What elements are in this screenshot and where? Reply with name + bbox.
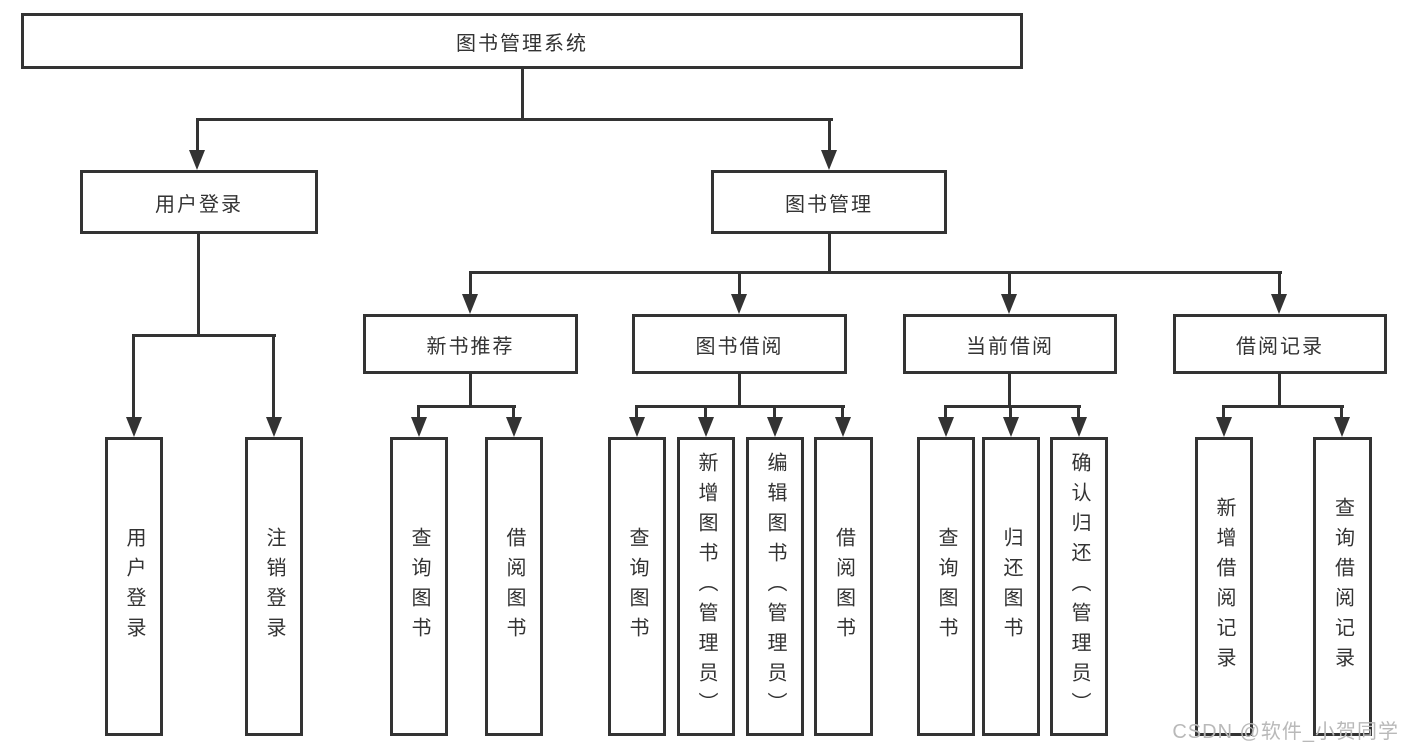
connector-current-borrowing-bus	[944, 405, 1081, 408]
connector-root-stub	[521, 68, 524, 118]
connector-current-borrowing-stub	[1008, 373, 1011, 407]
arrowhead-down-icon	[938, 417, 954, 437]
leaf-query-books-current: 查询图书	[917, 437, 975, 736]
arrowhead-down-icon	[1071, 417, 1087, 437]
arrowhead-down-icon	[411, 417, 427, 437]
connector-user-login-stub	[197, 233, 200, 337]
node-book-management: 图书管理	[711, 170, 947, 234]
arrowhead-down-icon	[1001, 294, 1017, 314]
connector-drop	[944, 405, 947, 420]
connector-drop	[1340, 405, 1343, 420]
arrowhead-down-icon	[266, 417, 282, 437]
connector-drop	[1222, 405, 1225, 420]
arrowhead-down-icon	[731, 294, 747, 314]
connector-book-borrowing-bus	[635, 405, 845, 408]
connector-drop-new-book	[469, 271, 472, 297]
leaf-borrow-books: 借阅图书	[814, 437, 873, 736]
connector-user-login-bus	[133, 334, 276, 337]
connector-drop-book-management	[828, 118, 831, 154]
leaf-query-books-borrow: 查询图书	[608, 437, 666, 736]
connector-drop-book-borrowing	[738, 271, 741, 297]
connector-drop	[635, 405, 638, 420]
connector-drop	[773, 405, 776, 420]
node-book-management-system: 图书管理系统	[21, 13, 1023, 69]
node-new-book-recommendation: 新书推荐	[363, 314, 578, 374]
arrowhead-down-icon	[126, 417, 142, 437]
connector-new-book-stub	[469, 373, 472, 407]
leaf-edit-books-admin: 编辑图书（管理员）	[746, 437, 804, 736]
connector-new-book-bus	[418, 405, 516, 408]
connector-drop	[512, 405, 515, 420]
leaf-borrow-books-new: 借阅图书	[485, 437, 543, 736]
node-current-borrowing: 当前借阅	[903, 314, 1117, 374]
node-borrowing-records: 借阅记录	[1173, 314, 1387, 374]
connector-drop	[704, 405, 707, 420]
connector-level3-bus	[469, 271, 1282, 274]
connector-drop-leaf-user-login	[132, 334, 135, 420]
leaf-add-books-admin: 新增图书（管理员）	[677, 437, 735, 736]
arrowhead-down-icon	[1216, 417, 1232, 437]
connector-borrowing-records-bus	[1222, 405, 1344, 408]
arrowhead-down-icon	[462, 294, 478, 314]
connector-drop	[1077, 405, 1080, 420]
leaf-query-borrow-record: 查询借阅记录	[1313, 437, 1372, 736]
csdn-watermark: CSDN @软件_小贺同学	[1172, 721, 1399, 743]
connector-drop-current-borrowing	[1008, 271, 1011, 297]
connector-book-management-stub	[828, 233, 831, 274]
node-book-borrowing: 图书借阅	[632, 314, 847, 374]
leaf-query-books-new: 查询图书	[390, 437, 448, 736]
connector-drop-user-login	[196, 118, 199, 154]
leaf-return-books: 归还图书	[982, 437, 1040, 736]
leaf-confirm-return-admin: 确认归还（管理员）	[1050, 437, 1108, 736]
leaf-logout: 注销登录	[245, 437, 303, 736]
leaf-add-borrow-record: 新增借阅记录	[1195, 437, 1253, 736]
arrowhead-down-icon	[506, 417, 522, 437]
arrowhead-down-icon	[1271, 294, 1287, 314]
arrowhead-down-icon	[1334, 417, 1350, 437]
arrowhead-down-icon	[767, 417, 783, 437]
arrowhead-down-icon	[821, 150, 837, 170]
arrowhead-down-icon	[189, 150, 205, 170]
connector-drop-borrowing-records	[1278, 271, 1281, 297]
connector-drop	[417, 405, 420, 420]
connector-drop	[841, 405, 844, 420]
connector-level2-bus	[196, 118, 833, 121]
connector-book-borrowing-stub	[738, 373, 741, 407]
arrowhead-down-icon	[698, 417, 714, 437]
connector-drop	[1009, 405, 1012, 420]
node-user-login-branch: 用户登录	[80, 170, 318, 234]
connector-borrowing-records-stub	[1278, 373, 1281, 407]
connector-drop-leaf-logout	[272, 334, 275, 420]
arrowhead-down-icon	[629, 417, 645, 437]
arrowhead-down-icon	[1003, 417, 1019, 437]
leaf-user-login: 用户登录	[105, 437, 163, 736]
arrowhead-down-icon	[835, 417, 851, 437]
